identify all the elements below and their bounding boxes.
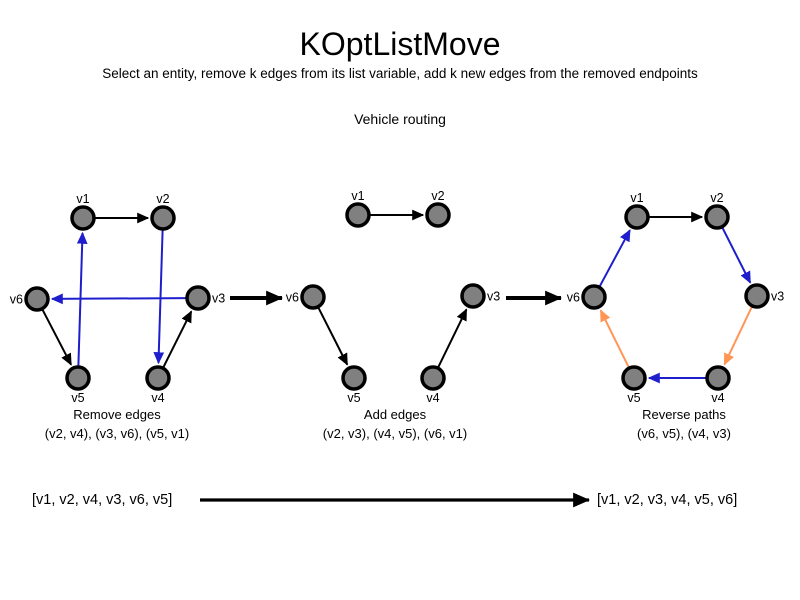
node-label: v6	[10, 293, 23, 307]
reverse-paths-node-v5	[621, 365, 647, 391]
edge-v5-v1	[76, 231, 88, 367]
add-edges-node-v1	[345, 202, 371, 228]
caption-remove-edges-title: Remove edges	[73, 407, 161, 422]
remove-edges-node-v5	[65, 365, 91, 391]
caption-add-edges: Add edges (v2, v3), (v4, v5), (v6, v1)	[323, 405, 467, 443]
add-edges-node-v5	[341, 365, 367, 391]
node-label: v4	[151, 391, 164, 405]
node-label: v3	[212, 292, 225, 306]
reverse-paths-node-v1	[624, 204, 650, 230]
node-label: v1	[351, 189, 364, 203]
scenario-label: Vehicle routing	[354, 111, 446, 127]
edge-v6-v5	[41, 309, 72, 366]
route-list-after: [v1, v2, v3, v4, v5, v6]	[597, 492, 738, 508]
reverse-paths-node-v4	[705, 365, 731, 391]
route-list-before: [v1, v2, v4, v3, v6, v5]	[32, 492, 173, 508]
add-edges-node-v6	[300, 284, 326, 310]
reverse-paths-node-v2	[704, 204, 730, 230]
reverse-paths-node-v6	[581, 284, 607, 310]
node-label: v4	[426, 391, 439, 405]
node-label: v6	[286, 291, 299, 305]
remove-edges-node-v3	[185, 285, 211, 311]
remove-edges-node-v4	[145, 365, 171, 391]
node-label: v5	[71, 391, 84, 405]
reverse-paths-node-v3	[744, 283, 770, 309]
caption-remove-edges: Remove edges (v2, v4), (v3, v6), (v5, v1…	[45, 405, 189, 443]
caption-reverse-paths: Reverse paths (v6, v5), (v4, v3)	[637, 405, 731, 443]
remove-edges-node-v6	[24, 286, 50, 312]
page-subtitle: Select an entity, remove k edges from it…	[102, 66, 698, 81]
add-edges-node-v4	[420, 365, 446, 391]
graph-reverse-paths: v1 v2 v6 v3 v5 v4	[567, 191, 784, 405]
edge-v4-v3	[437, 308, 468, 368]
node-label: v5	[347, 391, 360, 405]
node-label: v2	[431, 189, 444, 203]
edge-v3-v6	[50, 293, 187, 305]
node-label: v1	[630, 191, 643, 205]
graph-add-edges: v1 v2 v6 v3 v5 v4	[286, 189, 500, 405]
node-label: v2	[710, 191, 723, 205]
node-label: v5	[627, 391, 640, 405]
edge-v2-v3	[721, 227, 752, 284]
remove-edges-node-v2	[150, 205, 176, 231]
page-title: KOptListMove	[299, 26, 501, 62]
edge-v4-v3	[162, 310, 193, 368]
node-label: v3	[487, 290, 500, 304]
node-label: v3	[771, 290, 784, 304]
edge-v2-v4	[153, 229, 165, 365]
caption-reverse-paths-detail: (v6, v5), (v4, v3)	[637, 426, 731, 441]
node-label: v6	[567, 291, 580, 305]
caption-add-edges-title: Add edges	[363, 407, 427, 422]
caption-add-edges-detail: (v2, v3), (v4, v5), (v6, v1)	[322, 426, 468, 441]
add-edges-node-v3	[460, 283, 486, 309]
edge-v6-v1	[598, 229, 631, 287]
edge-v3-v4	[723, 306, 753, 366]
node-label: v2	[156, 192, 169, 206]
add-edges-node-v2	[425, 202, 451, 228]
node-label: v4	[711, 391, 724, 405]
edge-v5-v6	[599, 309, 630, 368]
graph-remove-edges: v1 v2 v6 v3 v5 v4	[10, 192, 225, 405]
node-label: v1	[76, 192, 89, 206]
edge-v6-v5	[317, 307, 349, 366]
caption-remove-edges-detail: (v2, v4), (v3, v6), (v5, v1)	[44, 426, 190, 441]
remove-edges-node-v1	[70, 205, 96, 231]
caption-reverse-paths-title: Reverse paths	[642, 407, 726, 422]
